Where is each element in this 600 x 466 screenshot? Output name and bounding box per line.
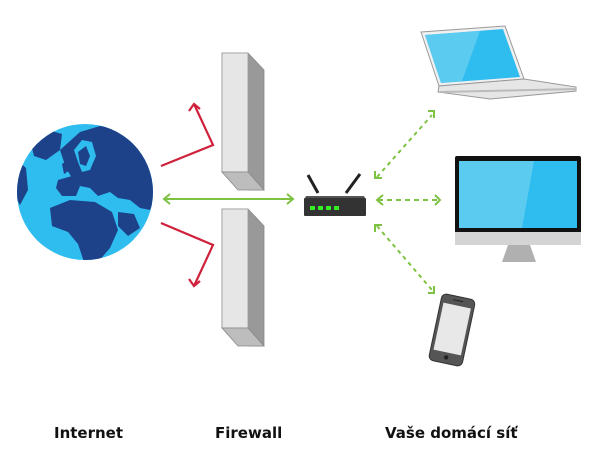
firewall-top-icon (221, 52, 265, 191)
smartphone-icon (428, 293, 476, 367)
firewall-label: Firewall (215, 424, 283, 442)
blocked-connection-bottom (160, 221, 215, 288)
firewall-bottom-icon (221, 208, 265, 347)
allowed-connection-internet-router (162, 193, 295, 205)
router-status-leds (310, 206, 339, 210)
connection-router-laptop (374, 110, 435, 179)
monitor-icon (455, 156, 581, 262)
blocked-connection-top (160, 102, 215, 168)
router-icon (304, 173, 366, 216)
laptop-icon (420, 25, 577, 100)
connection-router-phone (374, 224, 435, 294)
home-network-label: Vaše domácí síť (385, 424, 518, 442)
globe-icon (17, 124, 153, 260)
internet-label: Internet (54, 424, 124, 442)
connection-router-desktop (375, 194, 442, 206)
